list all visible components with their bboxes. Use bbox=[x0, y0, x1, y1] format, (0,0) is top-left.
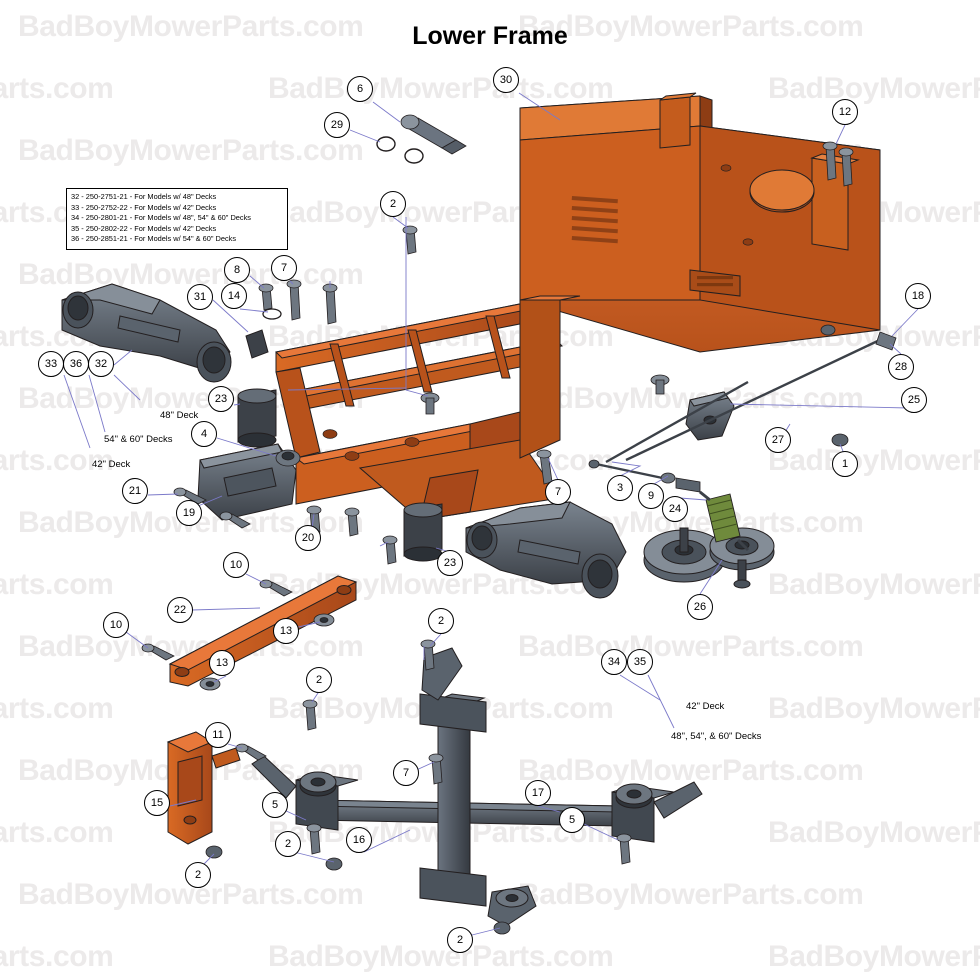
callout-bubble-11[interactable]: 11 bbox=[205, 722, 231, 748]
callout-bubble-7[interactable]: 7 bbox=[545, 479, 571, 505]
callout-bubble-1[interactable]: 1 bbox=[832, 451, 858, 477]
callout-bubble-36[interactable]: 36 bbox=[63, 351, 89, 377]
deck-size-label: 42" Deck bbox=[686, 701, 725, 712]
callout-bubble-13[interactable]: 13 bbox=[209, 650, 235, 676]
deck-size-label: 48" Deck bbox=[160, 410, 199, 421]
callout-bubble-12[interactable]: 12 bbox=[832, 99, 858, 125]
callout-bubble-3[interactable]: 3 bbox=[607, 475, 633, 501]
legend-row: 32 - 250-2751-21 - For Models w/ 48" Dec… bbox=[71, 192, 217, 201]
legend-row: 35 - 250-2802-22 - For Models w/ 42" Dec… bbox=[71, 223, 217, 233]
callout-bubble-2[interactable]: 2 bbox=[185, 862, 211, 888]
legend-row: 33 - 250-2752-22 - For Models w/ 42" Dec… bbox=[71, 202, 217, 212]
callout-bubble-34[interactable]: 34 bbox=[601, 649, 627, 675]
callout-bubble-35[interactable]: 35 bbox=[627, 649, 653, 675]
callout-bubble-18[interactable]: 18 bbox=[905, 283, 931, 309]
callout-bubble-31[interactable]: 31 bbox=[187, 284, 213, 310]
callout-bubble-10[interactable]: 10 bbox=[103, 612, 129, 638]
callout-bubble-24[interactable]: 24 bbox=[662, 496, 688, 522]
callout-bubble-16[interactable]: 16 bbox=[346, 827, 372, 853]
callout-bubble-9[interactable]: 9 bbox=[638, 483, 664, 509]
callout-bubble-15[interactable]: 15 bbox=[144, 790, 170, 816]
callout-bubble-17[interactable]: 17 bbox=[525, 780, 551, 806]
page-title: Lower Frame bbox=[412, 22, 568, 50]
callout-bubble-2[interactable]: 2 bbox=[428, 608, 454, 634]
callout-bubble-4[interactable]: 4 bbox=[191, 421, 217, 447]
legend-row: 34 - 250-2801-21 - For Models w/ 48", 54… bbox=[71, 213, 251, 223]
callout-bubble-23[interactable]: 23 bbox=[437, 550, 463, 576]
callout-bubble-26[interactable]: 26 bbox=[687, 594, 713, 620]
callout-bubble-30[interactable]: 30 bbox=[493, 67, 519, 93]
deck-size-label: 42" Deck bbox=[92, 459, 131, 470]
callout-bubble-2[interactable]: 2 bbox=[447, 927, 473, 953]
callout-bubble-20[interactable]: 20 bbox=[295, 525, 321, 551]
callout-bubble-5[interactable]: 5 bbox=[262, 792, 288, 818]
callout-bubble-2[interactable]: 2 bbox=[380, 191, 406, 217]
callout-bubble-7[interactable]: 7 bbox=[271, 255, 297, 281]
callout-bubble-22[interactable]: 22 bbox=[167, 597, 193, 623]
deck-size-label: 48", 54", & 60" Decks bbox=[671, 731, 762, 742]
callout-bubble-6[interactable]: 6 bbox=[347, 76, 373, 102]
callout-bubble-2[interactable]: 2 bbox=[275, 831, 301, 857]
callout-bubble-23[interactable]: 23 bbox=[208, 386, 234, 412]
callout-bubble-29[interactable]: 29 bbox=[324, 112, 350, 138]
callout-bubble-25[interactable]: 25 bbox=[901, 387, 927, 413]
callout-bubble-13[interactable]: 13 bbox=[273, 618, 299, 644]
callout-bubble-33[interactable]: 33 bbox=[38, 351, 64, 377]
parts-legend: 32 - 250-2751-21 - For Models w/ 48" Dec… bbox=[66, 188, 288, 250]
callout-bubble-8[interactable]: 8 bbox=[224, 257, 250, 283]
callout-bubble-2[interactable]: 2 bbox=[306, 667, 332, 693]
callout-bubble-14[interactable]: 14 bbox=[221, 283, 247, 309]
callout-bubble-10[interactable]: 10 bbox=[223, 552, 249, 578]
callout-bubble-28[interactable]: 28 bbox=[888, 354, 914, 380]
callout-bubble-32[interactable]: 32 bbox=[88, 351, 114, 377]
deck-size-label: 54" & 60" Decks bbox=[104, 434, 173, 445]
callout-bubble-21[interactable]: 21 bbox=[122, 478, 148, 504]
legend-row: 36 - 250-2851-21 - For Models w/ 54" & 6… bbox=[71, 234, 237, 244]
callout-bubble-7[interactable]: 7 bbox=[393, 760, 419, 786]
callout-bubble-5[interactable]: 5 bbox=[559, 807, 585, 833]
callout-bubble-27[interactable]: 27 bbox=[765, 427, 791, 453]
callout-bubble-19[interactable]: 19 bbox=[176, 500, 202, 526]
